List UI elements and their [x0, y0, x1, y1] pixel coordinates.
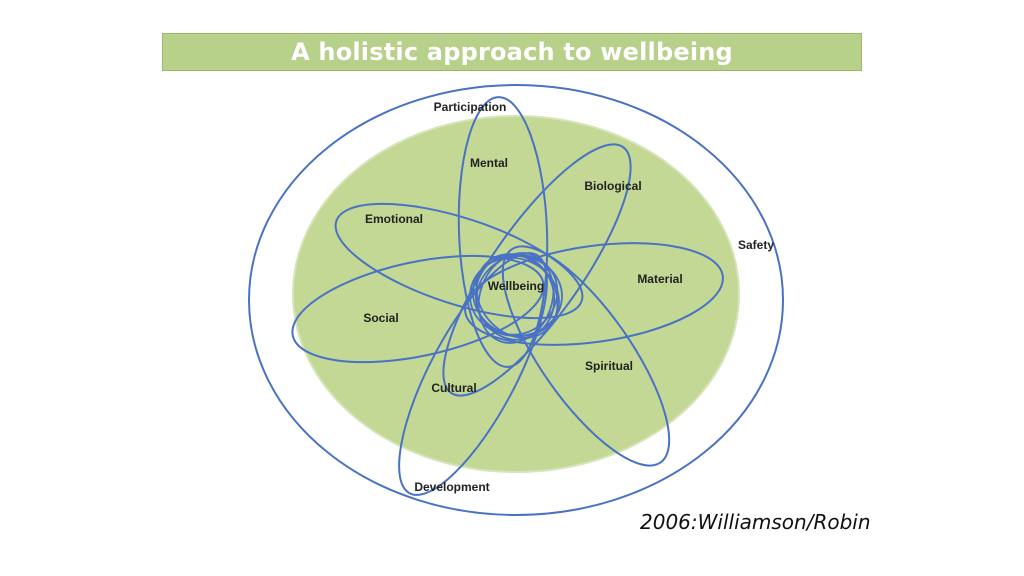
petal-cultural: [398, 252, 548, 496]
label-development: Development: [414, 480, 489, 494]
label-cultural: Cultural: [431, 381, 476, 395]
label-spiritual: Spiritual: [585, 359, 633, 373]
label-material: Material: [637, 272, 682, 286]
petal-emotional: [334, 202, 584, 320]
label-mental: Mental: [470, 156, 508, 170]
petal-biological: [442, 143, 632, 397]
label-participation: Participation: [434, 100, 507, 114]
citation: 2006:Williamson/Robin: [640, 510, 871, 534]
center-knot: [469, 252, 563, 344]
label-social: Social: [363, 311, 398, 325]
inner-disc: [292, 115, 740, 473]
petal-group: [291, 96, 724, 496]
label-safety: Safety: [738, 238, 774, 252]
petal-spiritual: [501, 245, 671, 467]
petal-mental: [457, 96, 549, 368]
page-title: A holistic approach to wellbeing: [291, 38, 733, 66]
label-wellbeing: Wellbeing: [488, 279, 544, 293]
title-banner: A holistic approach to wellbeing: [162, 33, 862, 71]
petal-social: [291, 254, 545, 364]
label-emotional: Emotional: [365, 212, 423, 226]
petal-material: [464, 242, 724, 346]
label-biological: Biological: [584, 179, 641, 193]
